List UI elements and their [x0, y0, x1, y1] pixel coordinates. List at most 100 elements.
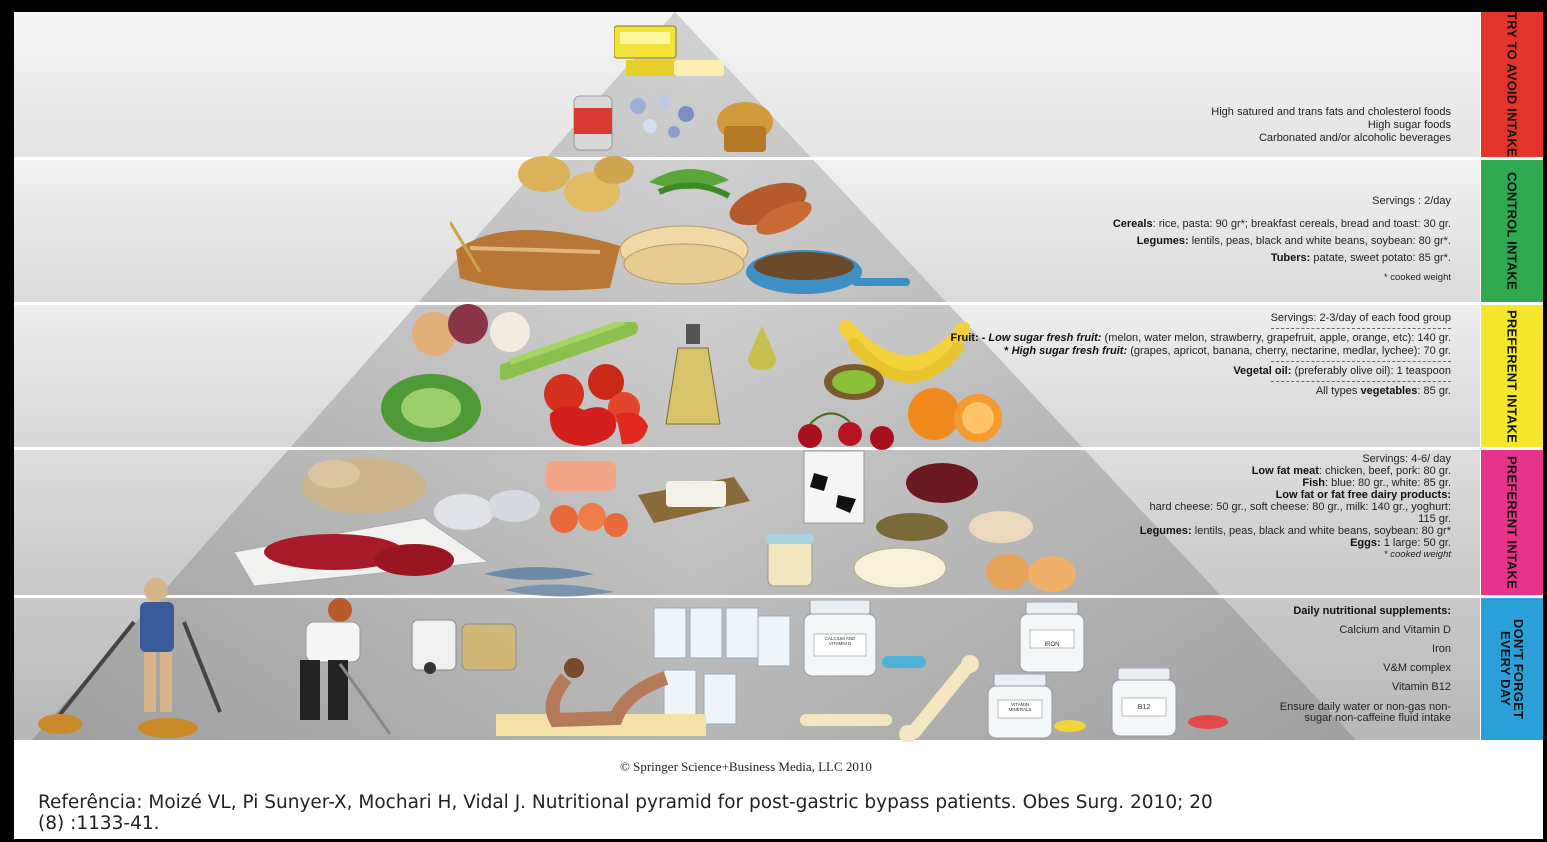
peas-icon: [649, 168, 731, 199]
milk-carton-icon: [803, 450, 865, 524]
tea-icon: [411, 619, 517, 674]
tier1-side-label: TRY TO AVOID INTAKE: [1481, 12, 1543, 157]
tier3-servings: Servings: 2-3/day of each food group: [1270, 312, 1451, 324]
tier4-eggs: Eggs: 1 large: 50 gr.: [1131, 537, 1451, 549]
kiwi-icon: [824, 364, 884, 400]
fish-icon: [434, 490, 614, 597]
tier3-oil: Vegetal oil: (preferably olive oil): 1 t…: [951, 365, 1451, 378]
walking-person-icon: [38, 578, 222, 738]
tier5-item: Iron: [1432, 643, 1451, 655]
olive-oil-icon: [665, 324, 721, 425]
pepper-icon: [549, 405, 648, 446]
tier2-item-text: lentils, peas, black and white beans, so…: [1188, 235, 1451, 247]
bottle-label: B12: [1137, 704, 1151, 711]
tier4-dairy-label: Low fat or fat free dairy products:: [1275, 489, 1451, 501]
shrimp-icon: [546, 461, 628, 537]
bone-icon: [899, 655, 979, 742]
lentils-icon: [876, 513, 948, 541]
tier4-side-label: PREFERENT INTAKE: [1481, 450, 1543, 595]
soda-can-icon: [573, 95, 613, 151]
tier3-oil-label: Vegetal oil:: [1233, 365, 1292, 377]
tier4-legumes-text: lentils, peas, black and white beans, so…: [1194, 525, 1451, 537]
tier3-fruit-low-text: (melon, water melon, strawberry, grapefr…: [1104, 332, 1451, 344]
water-glasses-icon: [653, 607, 791, 725]
tier4-fish-label: Fish: [1302, 477, 1326, 489]
tier1-line: High sugar foods: [1367, 119, 1451, 131]
bottle-label: IRON: [1044, 642, 1060, 648]
tier2-item-label: Cereals: [1112, 218, 1153, 230]
tier4-note: * cooked weight: [1383, 549, 1451, 560]
tier5-side-label: DON'T FORGET EVERY DAY: [1481, 598, 1543, 740]
tier2-note: * cooked weight: [1383, 272, 1451, 283]
tier4-fish: Fish: blue: 80 gr., white: 85 gr.: [1131, 477, 1451, 489]
tier3-fruit-high-text: (grapes, apricot, banana, cherry, nectar…: [1130, 345, 1451, 357]
tier3-oil-text: (preferably olive oil): 1 teaspoon: [1294, 365, 1451, 377]
bone-icon: [800, 714, 892, 726]
tier4-legumes-label: Legumes:: [1139, 525, 1192, 537]
tier3-fruit-low: Fruit: - Low sugar fresh fruit: (melon, …: [951, 332, 1451, 345]
supplement-bottle-icon: [1019, 602, 1085, 673]
pyramid-figure: High satured and trans fats and choleste…: [14, 12, 1543, 839]
potato-icon: [518, 156, 634, 212]
sweet-potato-icon: [729, 182, 812, 235]
tier3-veg-text: All types: [1315, 385, 1358, 397]
meat-board-icon: [233, 517, 490, 587]
tier2-item-text: patate, sweet potato: 85 gr*.: [1310, 252, 1451, 264]
tier4-fish-text: : blue: 80 gr., white: 85 gr.: [1325, 477, 1451, 489]
tier3-veg: All types vegetables: 85 gr.: [951, 385, 1451, 398]
onion-icon: [412, 304, 530, 356]
tier1-line: Carbonated and/or alcoholic beverages: [1258, 132, 1451, 144]
tier5-side-text: DON'T FORGET EVERY DAY: [1498, 618, 1526, 720]
cheese-icon: [638, 477, 750, 523]
chicken-icon: [302, 458, 426, 514]
tier3-veg-label: vegetables: [1360, 385, 1418, 397]
tier3-fruit-high: * High sugar fresh fruit: (grapes, apric…: [951, 345, 1451, 358]
pear-icon: [748, 326, 776, 370]
beans-icon: [906, 463, 978, 503]
tier3-fruit-high-prefix: *: [1004, 345, 1009, 357]
bottle-label: CALCIUM AND VITAMIN D: [824, 636, 856, 646]
tier5-water: Ensure daily water or non-gas non-sugar …: [1279, 701, 1451, 724]
banana-icon: [840, 320, 970, 383]
tier4-servings: Servings: 4-6/ day: [1362, 453, 1451, 465]
reference-citation: Referência: Moizé VL, Pi Sunyer-X, Mocha…: [38, 792, 1213, 834]
tier3-fruit-high-label: High sugar fresh fruit:: [1011, 345, 1128, 357]
tier5-item: Calcium and Vitamin D: [1339, 624, 1451, 636]
supplement-bottle-icon: [1111, 668, 1177, 737]
tier2-item-label: Legumes:: [1136, 235, 1189, 247]
tier3-fruit-label: Fruit: -: [950, 332, 986, 344]
tier5-heading: Daily nutritional supplements:: [1293, 605, 1451, 617]
tier4-meat: Low fat meat: chicken, beef, pork: 80 gr…: [1131, 465, 1451, 477]
tier1-line: High satured and trans fats and choleste…: [1211, 106, 1451, 118]
bottle-label: VITAMIN MINERALS: [1008, 702, 1032, 712]
lettuce-icon: [381, 374, 481, 442]
tier2-item: Tubers: patate, sweet potato: 85 gr*.: [1113, 252, 1451, 265]
tier4-side-text: PREFERENT INTAKE: [1504, 456, 1520, 589]
tier3-side-label: PREFERENT INTAKE: [1481, 305, 1543, 447]
tier3-veg-amount: : 85 gr.: [1417, 385, 1451, 397]
tier4-meat-text: : chicken, beef, pork: 80 gr.: [1318, 465, 1451, 477]
tier2-servings: Servings : 2/day: [1372, 195, 1451, 207]
celery-icon: [500, 322, 638, 380]
tier5-item: Vitamin B12: [1391, 681, 1451, 693]
tier4-meat-label: Low fat meat: [1251, 465, 1319, 477]
tier2-item-text: : rice, pasta: 90 gr*; breakfast cereals…: [1152, 218, 1451, 230]
butter-icon: [614, 25, 724, 76]
tortilla-icon: [619, 225, 749, 285]
soft-cheese-icon: [853, 547, 947, 589]
tier4-eggs-text: 1 large: 50 gr.: [1383, 537, 1451, 549]
tier4-eggs-label: Eggs:: [1350, 537, 1381, 549]
cherry-icon: [798, 412, 894, 450]
tier5-item: V&M complex: [1383, 662, 1451, 674]
golfer-icon: [300, 598, 392, 735]
tier2-side-label: CONTROL INTAKE: [1481, 160, 1543, 302]
eggs-icon: [986, 554, 1076, 592]
tier1-side-text: TRY TO AVOID INTAKE: [1504, 12, 1520, 157]
tier2-text: Servings : 2/day Cereals: rice, pasta: 9…: [1113, 195, 1451, 284]
pill-icon: [1188, 715, 1228, 729]
tier4-legumes: Legumes: lentils, peas, black and white …: [1131, 525, 1451, 537]
tier3-fruit-low-label: Low sugar fresh fruit:: [988, 332, 1102, 344]
supplement-bottle-icon: [803, 600, 877, 677]
white-beans-icon: [969, 511, 1033, 543]
pill-icon: [1054, 720, 1086, 732]
